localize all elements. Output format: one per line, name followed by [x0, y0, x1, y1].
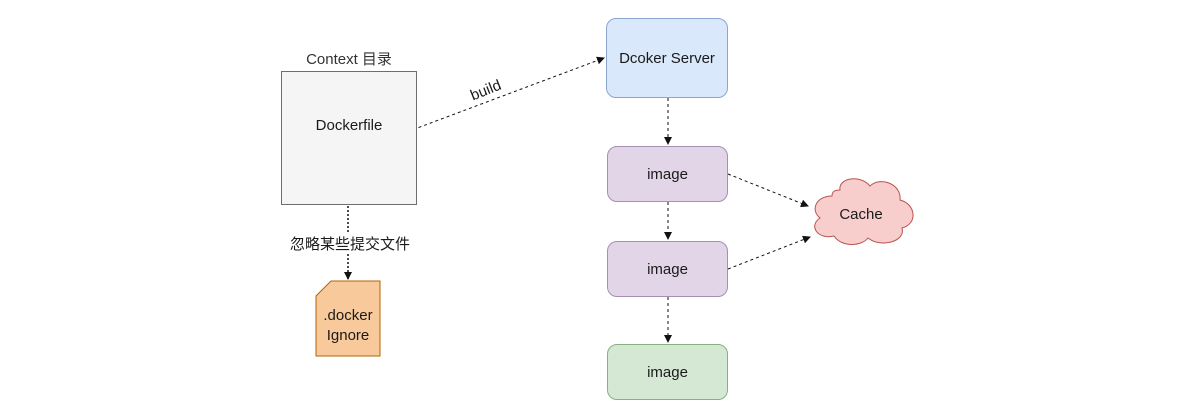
dockerignore-line1: .docker: [323, 307, 373, 324]
cache-cloud-shape: [814, 178, 914, 245]
docker-server-node: Dcoker Server: [606, 18, 728, 98]
dockerignore-shape: [315, 280, 381, 357]
image-node-3: image: [607, 344, 728, 400]
build-arrow: [395, 56, 605, 137]
ignore-edge-label: 忽略某些提交文件: [288, 233, 413, 254]
image-node-1: image: [607, 146, 728, 202]
image-node-2: image: [607, 241, 728, 297]
image2-to-cache-arrow: [727, 235, 811, 270]
dockerignore-label: .docker Ignore: [316, 296, 380, 356]
dockerignore-line2: Ignore: [326, 327, 370, 344]
image1-to-cache-arrow: [727, 173, 809, 208]
cache-label: Cache: [839, 205, 883, 223]
context-title: Context 目录: [306, 51, 392, 68]
dockerfile-label: Dockerfile: [315, 116, 383, 134]
context-directory-box: [281, 71, 417, 205]
